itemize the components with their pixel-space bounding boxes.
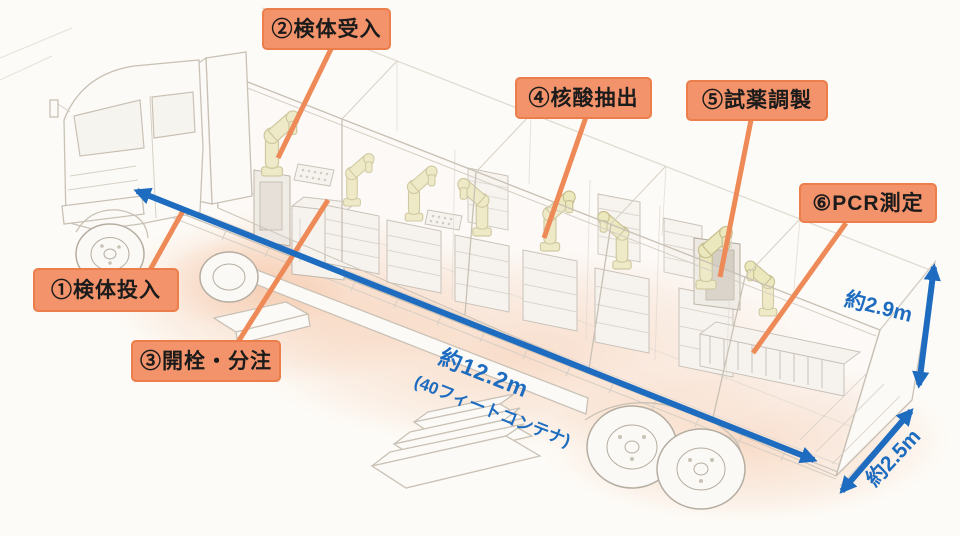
height-dimension-arrow — [912, 263, 941, 389]
callout-sample-loading: ①検体投入 — [33, 268, 179, 312]
depth-dimension-arrow — [839, 408, 914, 494]
leader-line-2 — [275, 47, 334, 160]
truck-cab — [49, 59, 204, 239]
length-dimension-arrow — [133, 187, 818, 464]
callout-uncap-dispense: ③開栓・分注 — [131, 340, 281, 382]
callout-reagent-preparation: ⑤試薬調製 — [686, 80, 828, 121]
callout-nucleic-acid-extraction: ④核酸抽出 — [515, 77, 652, 119]
callout-sample-receiving: ②検体受入 — [262, 8, 391, 50]
background-sketch-lines — [0, 27, 73, 81]
dimension-arrows — [133, 187, 941, 494]
callout-pcr-measurement: ⑥PCR測定 — [799, 183, 937, 223]
